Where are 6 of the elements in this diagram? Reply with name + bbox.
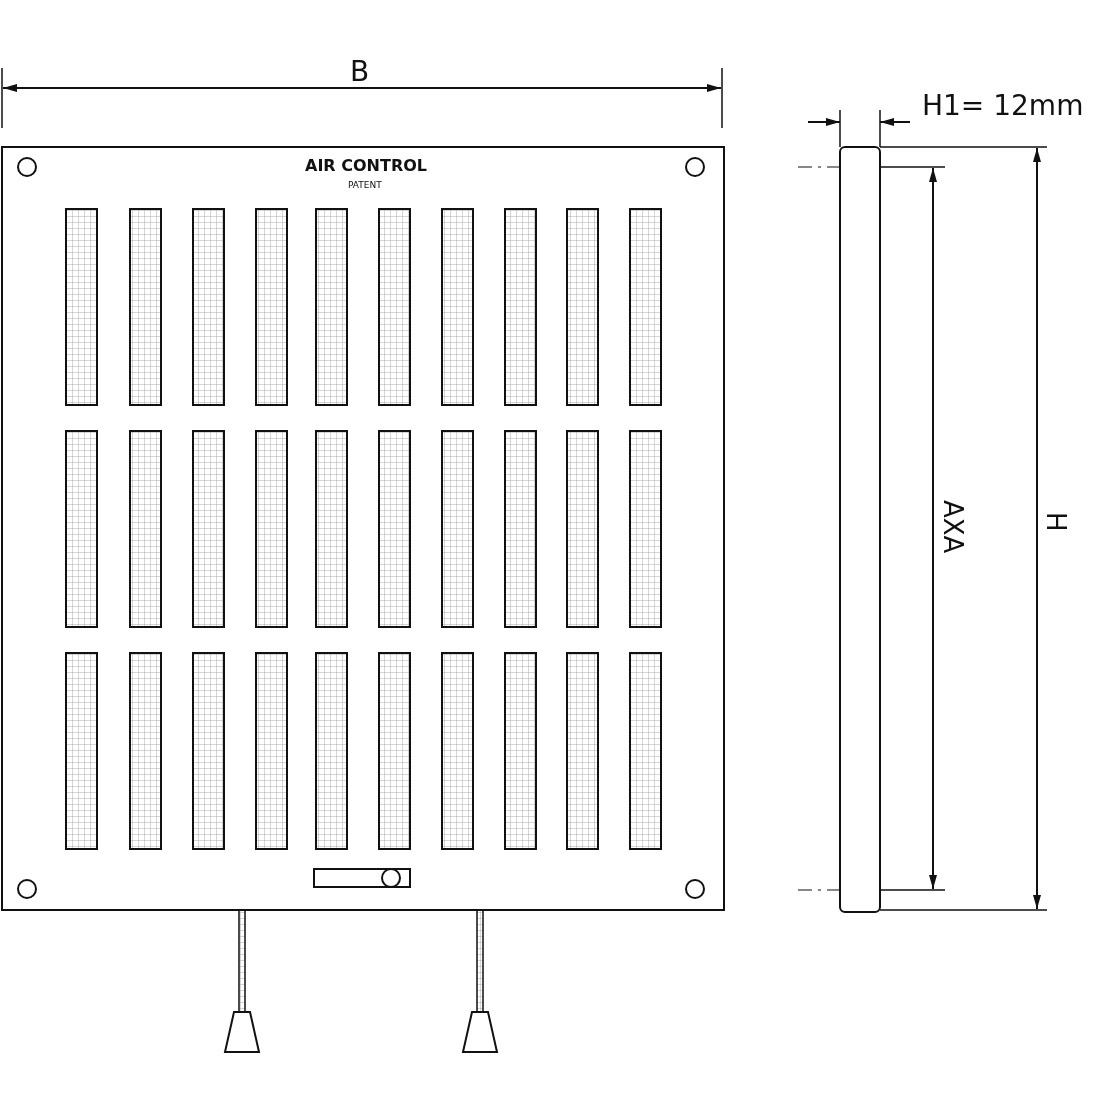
plate-inscription: PATENT xyxy=(348,181,382,190)
dimension-label: H xyxy=(1043,512,1069,532)
dimension-label: B xyxy=(350,58,370,86)
dimension-label: AXA xyxy=(940,500,966,554)
dimension-label: H1= 12mm xyxy=(922,92,1084,120)
plate-inscription: AIR CONTROL xyxy=(305,158,427,174)
